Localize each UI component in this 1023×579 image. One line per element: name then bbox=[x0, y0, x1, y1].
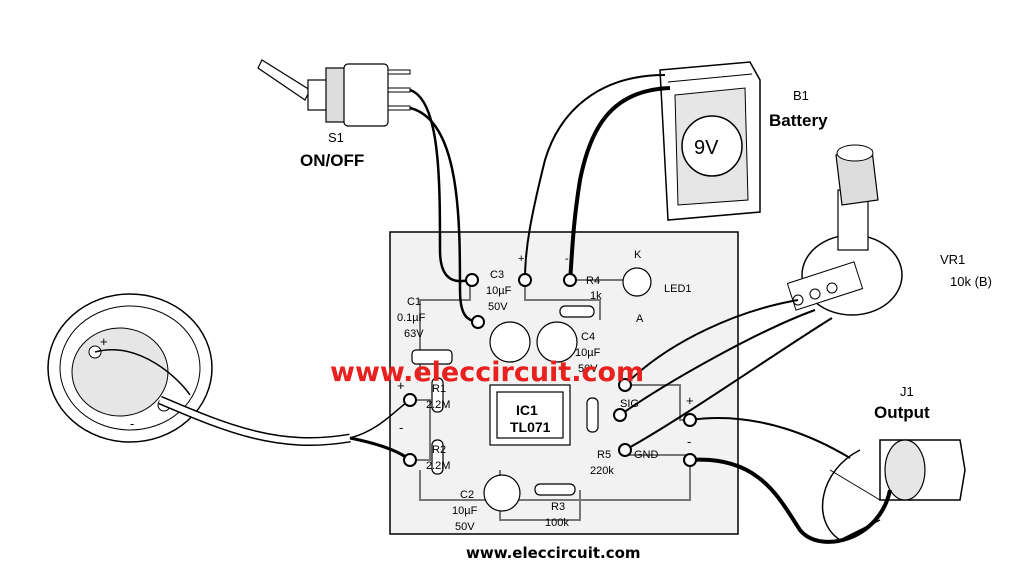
b1-name-label: Battery bbox=[769, 111, 828, 130]
c2-value-label: 10µF bbox=[452, 505, 478, 517]
r4-value-label: 1k bbox=[590, 290, 602, 302]
batt-minus-label: - bbox=[565, 253, 569, 265]
potentiometer-vr1 bbox=[786, 144, 903, 316]
s1-name-label: ON/OFF bbox=[300, 151, 364, 170]
c2-ref-label: C2 bbox=[460, 489, 474, 501]
r4-ref-label: R4 bbox=[586, 275, 600, 287]
vr1-ref-label: VR1 bbox=[940, 252, 965, 267]
switch-s1 bbox=[257, 59, 411, 127]
pcb-pads bbox=[403, 273, 697, 467]
watermark: www.eleccircuit.com bbox=[330, 357, 644, 388]
r2-ref-label: R2 bbox=[432, 444, 446, 456]
output-wires bbox=[689, 417, 892, 544]
j1-name-label: Output bbox=[874, 403, 930, 422]
footer-url: www.eleccircuit.com bbox=[466, 544, 641, 562]
c1-value-label: 0.1µF bbox=[397, 312, 426, 324]
in-minus-label: - bbox=[399, 420, 403, 435]
c2-volt-label: 50V bbox=[455, 521, 475, 533]
out-plus-label: + bbox=[686, 393, 694, 408]
output-jack-j1 bbox=[821, 439, 966, 541]
r2-value-label: 2.2M bbox=[426, 460, 450, 472]
c4-volt-label: 50V bbox=[578, 363, 598, 375]
c3-ref-label: C3 bbox=[490, 269, 504, 281]
pot-wires bbox=[619, 299, 833, 451]
piezo-minus-label: - bbox=[130, 416, 134, 431]
ic-ref-label: IC1 bbox=[516, 402, 538, 418]
piezo-plus-label: + bbox=[100, 334, 108, 349]
pcb-traces bbox=[410, 279, 691, 521]
j1-ref-label: J1 bbox=[900, 384, 914, 399]
battery-b1 bbox=[659, 61, 761, 221]
ic-part-label: TL071 bbox=[510, 419, 551, 435]
in-plus-label: + bbox=[397, 378, 405, 393]
r1-ref-label: R1 bbox=[432, 383, 446, 395]
led-k-label: K bbox=[634, 249, 642, 261]
c1-ref-label: C1 bbox=[407, 296, 421, 308]
c1-volt-label: 63V bbox=[404, 328, 424, 340]
battery-wires bbox=[524, 74, 671, 281]
switch-wires bbox=[409, 88, 479, 324]
c4-ref-label: C4 bbox=[581, 331, 595, 343]
r1-value-label: 2.2M bbox=[426, 399, 450, 411]
c3-volt-label: 50V bbox=[488, 301, 508, 313]
pad-sig-label: SIG bbox=[620, 398, 639, 410]
r3-ref-label: R3 bbox=[551, 501, 565, 513]
s1-ref-label: S1 bbox=[328, 130, 344, 145]
b1-ref-label: B1 bbox=[793, 88, 809, 103]
batt-plus-label: + bbox=[518, 253, 524, 265]
r5-ref-label: R5 bbox=[597, 449, 611, 461]
r3-value-label: 100k bbox=[545, 517, 569, 529]
pcb-components bbox=[411, 267, 652, 512]
c4-value-label: 10µF bbox=[575, 347, 601, 359]
out-minus-label: - bbox=[687, 434, 691, 449]
battery-voltage-label: 9V bbox=[694, 137, 719, 159]
r5-value-label: 220k bbox=[590, 465, 614, 477]
pad-gnd-label: GND bbox=[634, 449, 659, 461]
led-ref-label: LED1 bbox=[664, 283, 692, 295]
led-a-label: A bbox=[636, 313, 644, 325]
vr1-value-label: 10k (B) bbox=[950, 274, 992, 289]
c3-value-label: 10µF bbox=[486, 285, 512, 297]
